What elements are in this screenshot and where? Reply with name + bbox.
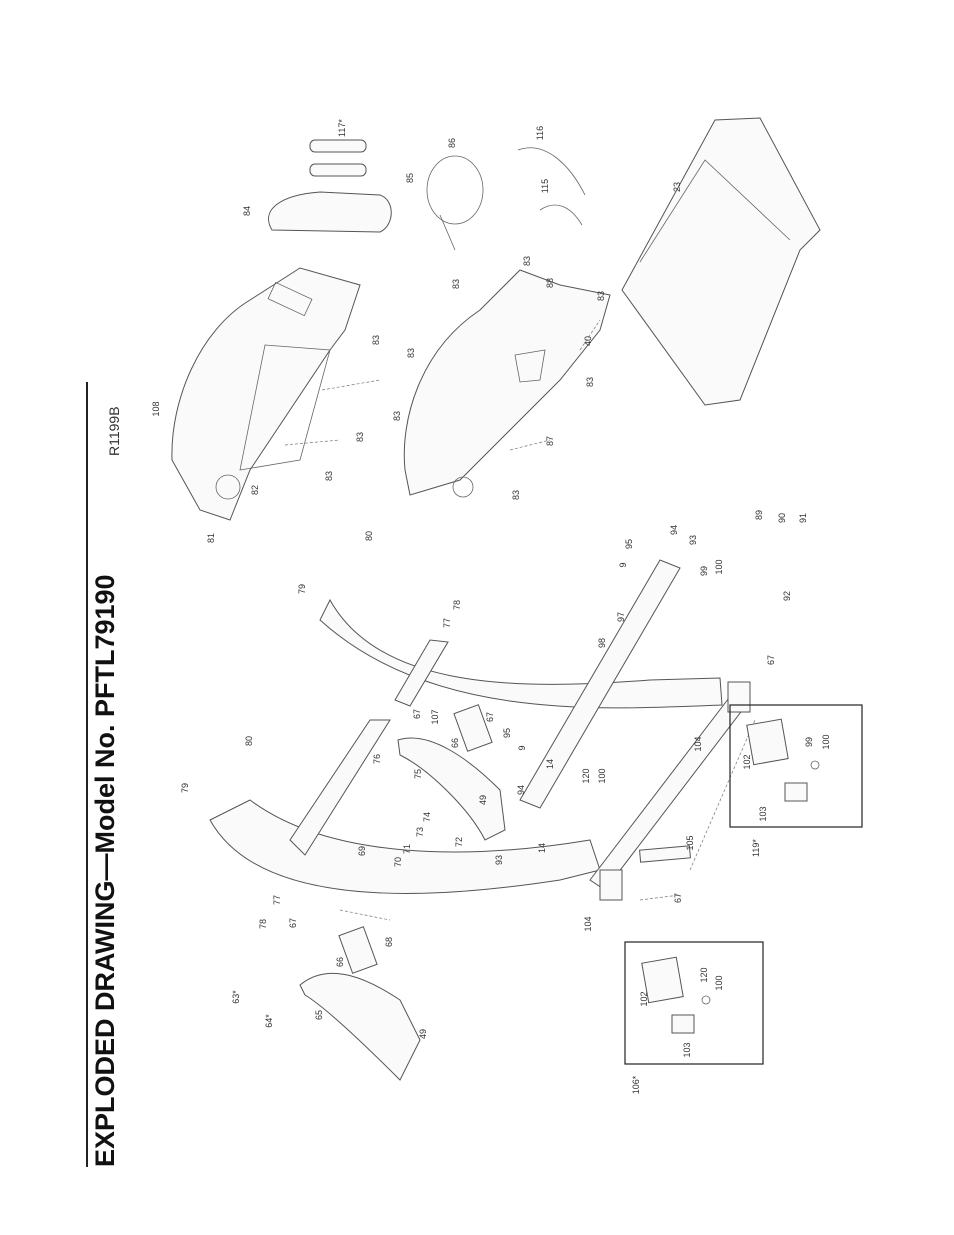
hood-part [403,269,611,498]
part-label: 65 [314,1010,324,1020]
part-label: 95 [624,539,634,549]
part-label: 104 [693,736,703,751]
part-label: 100 [714,975,724,990]
deck-part [621,117,821,406]
part-label: 115 [540,179,550,193]
part-label: 85 [405,173,415,183]
base-frame [519,559,751,901]
part-label: 81 [206,533,216,543]
leader-lines [284,319,756,921]
part-label: 98 [597,638,607,648]
part-label: 83 [371,335,381,345]
part-label: 120 [699,967,709,982]
part-label: 106* [631,1075,641,1094]
part-label: 94 [669,525,679,535]
part-label: 73 [415,827,425,837]
part-label: 91 [798,513,808,523]
part-label: 67 [288,918,298,928]
part-label: 87 [545,436,555,446]
part-label: 108 [151,401,161,416]
part-label: 100 [821,734,831,749]
part-label: 89 [754,510,764,520]
part-label: 67 [766,655,776,665]
part-label: 69 [357,846,367,856]
title-rule [86,382,88,1167]
part-label: 100 [597,768,607,783]
part-label: 80 [364,531,374,541]
part-label: 92 [782,591,792,601]
part-label: 99 [804,737,814,747]
part-label: 83 [596,291,606,301]
inset-parts [641,718,820,1034]
part-label: 66 [335,957,345,967]
part-labels: 117* 86 116 85 115 84 23 83 88 83 83 83 40 83 108 83 83 8… [151,119,831,1095]
part-label: 120 [581,768,591,783]
part-label: 49 [418,1029,428,1039]
part-label: 95 [502,728,512,738]
part-label: 93 [494,855,504,865]
part-label: 9 [618,562,628,567]
part-label: 88 [545,278,555,288]
part-label: 68 [384,937,394,947]
part-label: 67 [673,893,683,903]
part-label: 72 [454,837,464,847]
accessory-parts [268,139,586,251]
part-label: 78 [452,600,462,610]
part-label: 77 [442,618,452,628]
part-label: 40 [583,336,593,346]
part-label: 104 [583,916,593,931]
part-label: 9 [517,745,527,750]
part-label: 82 [250,485,260,495]
part-label: 67 [412,709,422,719]
part-label: 107 [430,709,440,724]
part-label: 116 [535,126,545,140]
part-label: 75 [413,769,423,779]
part-label: 67 [485,712,495,722]
part-label: 74 [422,812,432,822]
upright-frame [209,598,723,1081]
part-label: 14 [545,759,555,769]
part-label: 117* [337,119,347,137]
part-label: 99 [699,566,709,576]
part-label: 77 [272,895,282,905]
part-label: 66 [450,738,460,748]
part-label: 70 [393,857,403,867]
part-label: 83 [324,471,334,481]
inset-box-119 [729,704,863,828]
part-label: 100 [714,559,724,574]
part-label: 80 [244,736,254,746]
part-label: 86 [447,138,457,148]
part-label: 105 [685,835,695,850]
part-label: 79 [180,783,190,793]
part-label: 64* [264,1014,274,1028]
part-label: 78 [258,919,268,929]
part-label: 76 [372,754,382,764]
part-label: 83 [511,490,521,500]
part-label: 84 [242,206,252,216]
inset-box-106 [624,941,764,1065]
part-label: 79 [297,584,307,594]
part-label: 71 [402,844,412,854]
part-label: 93 [688,535,698,545]
part-label: 103 [682,1042,692,1057]
part-label: 23 [672,182,682,192]
part-label: 83 [355,432,365,442]
part-label: 94 [516,785,526,795]
part-label: 83 [406,348,416,358]
part-label: 97 [616,612,626,622]
part-label: 83 [585,377,595,387]
part-label: 63* [231,990,241,1004]
part-label: 14 [537,843,547,853]
part-label: 83 [451,279,461,289]
part-label: 83 [522,256,532,266]
part-label: 103 [758,806,768,821]
part-label: 102 [742,754,752,769]
console-part [171,267,361,521]
part-label: 90 [777,513,787,523]
part-label: 119* [751,839,761,857]
part-label: 102 [639,991,649,1006]
part-label: 49 [478,795,488,805]
part-label: 83 [392,411,402,421]
